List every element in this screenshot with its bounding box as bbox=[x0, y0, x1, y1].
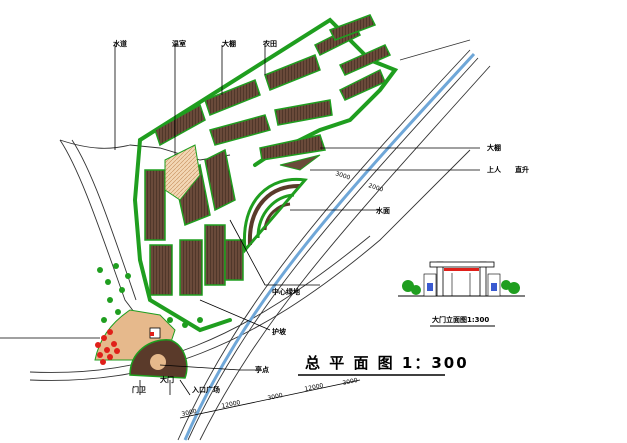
pavilion-triangle bbox=[279, 154, 321, 171]
label-central-green: 中心绿地 bbox=[272, 287, 300, 296]
dim-bottom-1: 3000 bbox=[181, 408, 198, 418]
label-shed: 大棚 bbox=[222, 39, 236, 48]
hatched-plaza bbox=[164, 144, 201, 201]
label-upper: 上人 bbox=[487, 165, 502, 174]
dimension-line-bottom: 3000 12000 3000 12000 3000 bbox=[179, 377, 361, 419]
central-green bbox=[242, 177, 308, 254]
dim-top-1: 3000 bbox=[334, 170, 351, 181]
leader-lines bbox=[0, 45, 480, 396]
label-shed-right: 大棚 bbox=[487, 143, 501, 152]
label-entrance-plaza: 入口广场 bbox=[191, 385, 220, 394]
label-farmland: 农田 bbox=[262, 39, 277, 48]
field-blocks bbox=[144, 14, 392, 296]
dim-bottom-5: 3000 bbox=[342, 377, 359, 387]
gate-elevation bbox=[398, 261, 525, 297]
dim-bottom-2: 12000 bbox=[221, 399, 241, 410]
dim-bottom-3: 3000 bbox=[267, 392, 284, 402]
tree-dots bbox=[97, 263, 203, 328]
label-guard: 门卫 bbox=[132, 385, 146, 394]
dim-top-2: 2000 bbox=[367, 182, 384, 193]
label-waterway: 水道 bbox=[113, 39, 127, 48]
page-title: 总 平 面 图 1：300 bbox=[305, 354, 469, 372]
label-greenhouse: 温室 bbox=[172, 39, 186, 48]
river-road-lines bbox=[29, 39, 491, 441]
label-gate: 大门 bbox=[160, 375, 174, 384]
label-pavilion: 亭点 bbox=[255, 365, 269, 374]
river bbox=[183, 52, 476, 441]
label-slope: 护坡 bbox=[272, 327, 287, 336]
dim-bottom-4: 12000 bbox=[304, 382, 324, 393]
label-helipad: 直升 bbox=[515, 165, 529, 174]
elevation-title: 大门立面图1:300 bbox=[432, 315, 489, 324]
entrance-area bbox=[94, 309, 188, 379]
label-water-surface: 水面 bbox=[376, 206, 390, 215]
